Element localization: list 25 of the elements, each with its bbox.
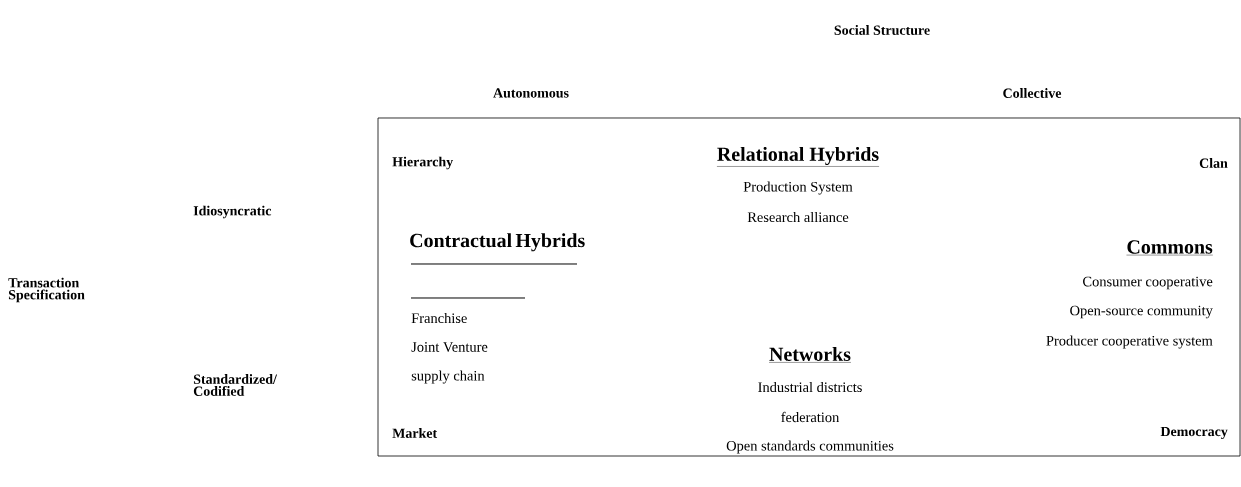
- corner-label: Hierarchy: [392, 156, 454, 170]
- corner-label: Market: [392, 428, 438, 438]
- example-label: federation: [781, 411, 840, 423]
- example-label: Production System: [743, 181, 853, 195]
- axis-label: Autonomous: [493, 88, 569, 98]
- category-heading: Contractual Hybrids: [410, 233, 585, 299]
- example-label: Franchise: [411, 312, 467, 324]
- example-label: Open standards communities: [726, 440, 894, 454]
- example-label: supply chain: [411, 370, 485, 384]
- axis-label: Transaction Specification: [8, 277, 85, 303]
- category-heading: Relational Hybrids: [716, 146, 880, 167]
- example-label: Industrial districts: [758, 381, 862, 393]
- category-heading: Networks: [768, 347, 852, 363]
- example-label: Joint Venture: [411, 342, 488, 352]
- axis-label: Standardized/ Codified: [193, 374, 278, 396]
- example-label: Producer cooperative system: [1046, 335, 1213, 349]
- axis-label: Idiosyncratic: [193, 205, 272, 219]
- category-heading: Commons: [1126, 240, 1213, 256]
- corner-label: Clan: [1199, 158, 1228, 168]
- example-label: Consumer cooperative: [1083, 276, 1213, 290]
- axis-label: Collective: [1003, 88, 1062, 98]
- axis-label: Social Structure: [834, 25, 930, 35]
- corner-label: Democracy: [1160, 426, 1228, 440]
- example-label: Research alliance: [747, 211, 849, 223]
- example-label: Open-source community: [1070, 305, 1213, 319]
